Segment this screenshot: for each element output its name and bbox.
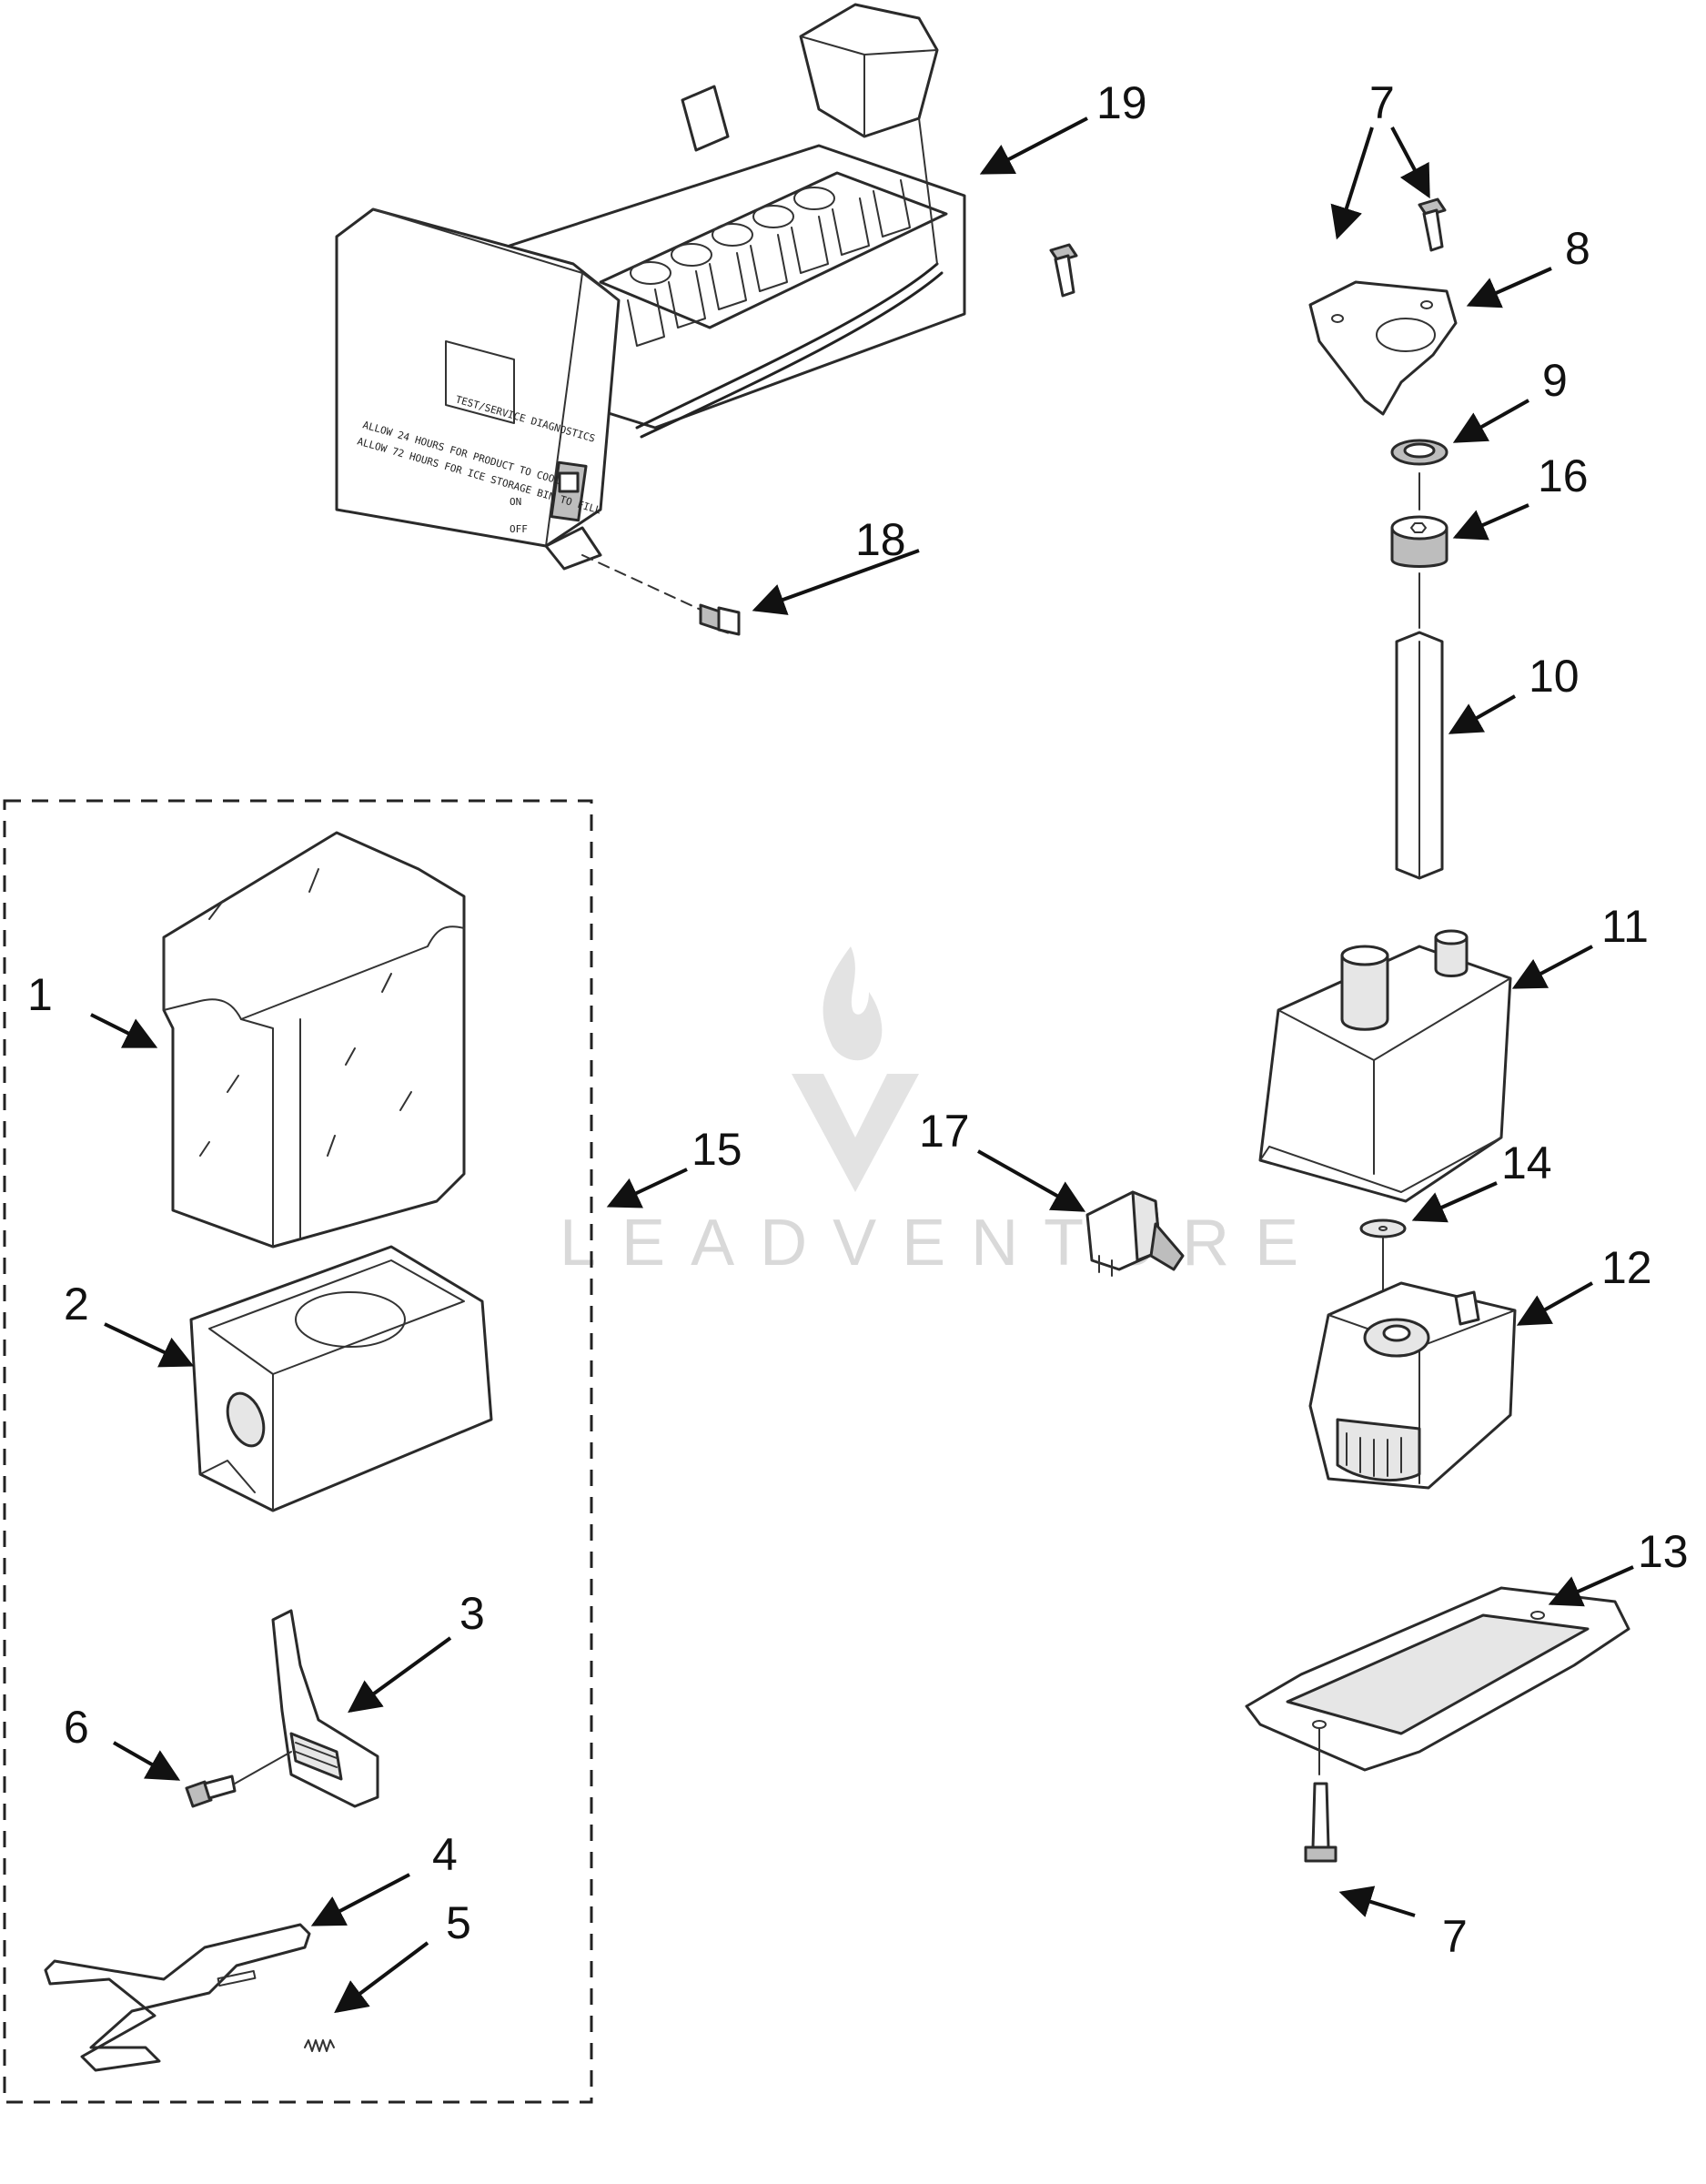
callout-1: 1 bbox=[27, 969, 53, 1020]
icemaker-label-on: ON bbox=[510, 496, 521, 508]
part-14-disc bbox=[1359, 1218, 1407, 1239]
part-7-screw-bottom bbox=[1304, 1782, 1338, 1863]
ice-maker-assembly: ALLOW 24 HOURS FOR PRODUCT TO COOL ALLOW… bbox=[335, 3, 966, 571]
callout-17: 17 bbox=[919, 1106, 970, 1157]
callout-5: 5 bbox=[446, 1897, 471, 1948]
part-5-spring bbox=[304, 2039, 335, 2052]
part-12-motor bbox=[1308, 1281, 1517, 1490]
leader-arrows bbox=[90, 116, 1634, 2014]
part-1-bin-cover bbox=[162, 831, 466, 1249]
callout-8: 8 bbox=[1565, 223, 1590, 274]
watermark-text: LEADVENTURE bbox=[560, 1207, 1324, 1279]
flame-logo-icon bbox=[792, 946, 919, 1192]
part-4-arm bbox=[44, 1923, 311, 2072]
part-6-screw bbox=[185, 1751, 292, 1808]
callout-19: 19 bbox=[1096, 77, 1147, 128]
screw-18 bbox=[581, 554, 741, 636]
callout-2: 2 bbox=[64, 1279, 89, 1330]
part-3-bracket bbox=[271, 1609, 379, 1808]
callout-7-top: 7 bbox=[1369, 77, 1395, 128]
callout-13: 13 bbox=[1638, 1526, 1689, 1577]
part-2-bin-base bbox=[189, 1245, 493, 1512]
icemaker-label-off: OFF bbox=[510, 523, 528, 535]
part-13-gasket bbox=[1245, 1586, 1630, 1772]
callout-11: 11 bbox=[1601, 901, 1649, 952]
part-7-screws-top bbox=[1049, 197, 1447, 298]
callout-9: 9 bbox=[1542, 355, 1568, 406]
part-10-shaft bbox=[1395, 631, 1444, 880]
callout-6: 6 bbox=[64, 1702, 89, 1753]
callout-15: 15 bbox=[691, 1124, 742, 1175]
part-17-switch bbox=[1085, 1190, 1185, 1277]
callout-4: 4 bbox=[432, 1829, 458, 1880]
callout-labels: 19 18 7 8 9 16 10 11 14 12 13 7 1 2 3 6 … bbox=[27, 77, 1689, 1962]
part-11-housing bbox=[1258, 929, 1512, 1203]
callout-12: 12 bbox=[1601, 1242, 1652, 1293]
part-16-bushing bbox=[1390, 515, 1449, 568]
callout-7-bottom: 7 bbox=[1442, 1911, 1468, 1962]
callout-10: 10 bbox=[1529, 651, 1580, 702]
callout-14: 14 bbox=[1501, 1138, 1552, 1188]
part-9-washer bbox=[1390, 439, 1449, 466]
callout-16: 16 bbox=[1538, 450, 1589, 501]
callout-3: 3 bbox=[459, 1588, 485, 1639]
kit-15-boundary bbox=[3, 799, 593, 2104]
part-8-plate bbox=[1308, 280, 1458, 416]
callout-18: 18 bbox=[855, 514, 906, 565]
